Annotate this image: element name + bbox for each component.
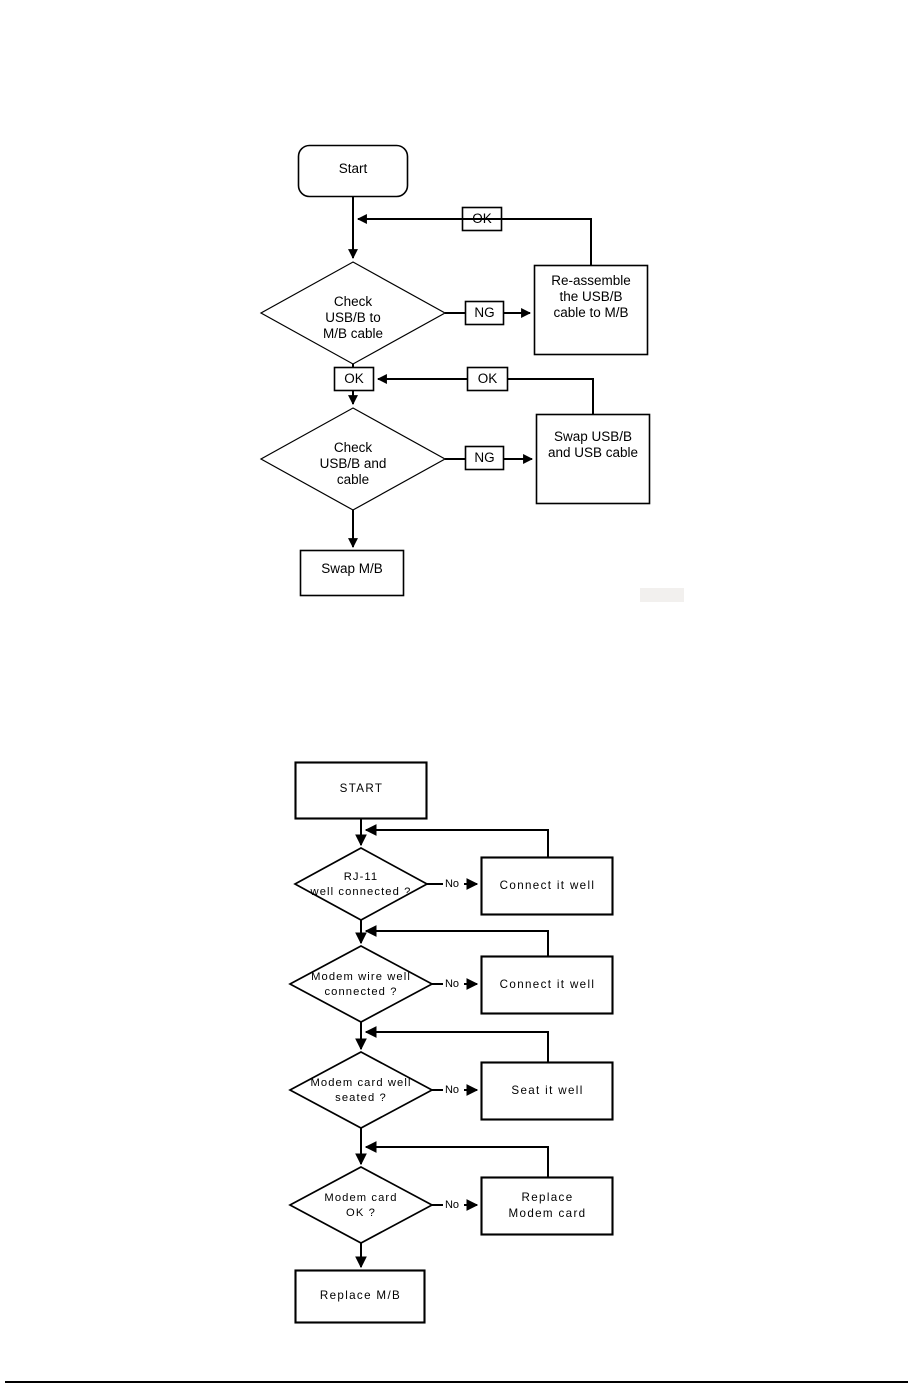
modem-action-connect-2-shape xyxy=(480,955,614,1015)
decision-check-usb-to-mb-shape xyxy=(259,261,447,365)
modem-edge-return-1 xyxy=(364,824,550,858)
start-node-shape xyxy=(297,144,409,198)
footer-divider xyxy=(5,1381,908,1383)
modem-action-connect-1-shape xyxy=(480,856,614,916)
modem-edge-return-4 xyxy=(364,1141,550,1178)
modem-decision-rj11-shape xyxy=(293,847,429,921)
modem-decision-wire-shape xyxy=(288,945,434,1023)
action-swap-usb-shape xyxy=(535,413,651,505)
decision-check-usb-and-cable-shape xyxy=(259,407,447,511)
label-ng-1-shape xyxy=(464,300,505,326)
modem-action-replace-card-shape xyxy=(480,1176,614,1236)
label-ng-2-shape xyxy=(464,445,505,471)
modem-edge-return-3 xyxy=(364,1026,550,1063)
modem-edge-return-2 xyxy=(364,925,550,957)
modem-decision-card-ok-shape xyxy=(288,1166,434,1244)
modem-start-node-shape xyxy=(294,761,428,820)
edge-reassemble-return-ok xyxy=(357,214,592,266)
edge-swapusb-return-ok xyxy=(507,378,594,415)
label-ok-mid-shape xyxy=(466,366,509,392)
modem-action-seat-shape xyxy=(480,1061,614,1121)
action-reassemble-shape xyxy=(533,264,649,356)
modem-decision-card-seated-shape xyxy=(288,1051,434,1129)
terminal-swap-mb-shape xyxy=(299,549,405,597)
page-smudge xyxy=(640,588,684,602)
label-ok-junction-shape xyxy=(333,366,375,392)
modem-terminal-replace-mb-shape xyxy=(294,1269,426,1324)
